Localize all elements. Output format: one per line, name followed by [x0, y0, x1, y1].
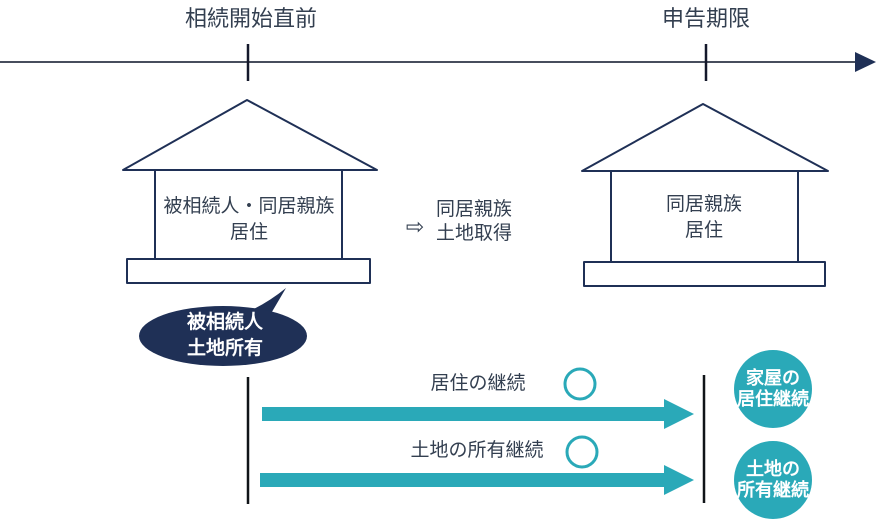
- house-after-body: [610, 169, 799, 263]
- result-badge-residence-line2: 居住継続: [737, 389, 809, 409]
- timeline-arrowhead-icon: [855, 52, 876, 72]
- speech-bubble-label-line2: 土地所有: [186, 338, 264, 359]
- result-badge-ownership-line1: 土地の: [746, 459, 800, 479]
- result-badge-residence-line1: 家屋の: [746, 368, 800, 388]
- result-badge-residence-label: 家屋の 居住継続: [737, 368, 809, 410]
- pass-mark-circle-icon: [565, 435, 599, 469]
- condition-label-ownership: 土地の所有継続: [410, 440, 544, 461]
- transfer-label: 同居親族 土地取得: [436, 198, 512, 246]
- result-badge-residence: [734, 350, 812, 428]
- result-badge-ownership-label: 土地の 所有継続: [737, 459, 809, 501]
- house-before-label: 被相続人・同居親族 居住: [163, 194, 334, 246]
- continuation-arrow-residence: [262, 407, 666, 421]
- house-before-body: [154, 168, 343, 260]
- speech-bubble: [139, 306, 307, 366]
- speech-bubble-label: 被相続人 土地所有: [187, 310, 263, 362]
- house-after-label-line1: 同居親族: [665, 194, 743, 215]
- house-before-label-line1: 被相続人・同居親族: [163, 196, 335, 217]
- continuation-arrow-ownership-head: [664, 465, 694, 495]
- pass-mark-circle-icon: [563, 367, 597, 401]
- continuation-arrow-ownership: [260, 473, 666, 487]
- timeline-label-start: 相続開始直前: [184, 6, 318, 31]
- house-after-label-line2: 居住: [684, 220, 724, 241]
- speech-bubble-label-line1: 被相続人: [186, 312, 264, 333]
- house-before-foundation: [126, 258, 371, 284]
- condition-label-residence: 居住の継続: [430, 373, 526, 394]
- timeline-label-deadline: 申告期限: [661, 6, 751, 31]
- continuation-arrow-residence-head: [664, 399, 694, 429]
- house-after-roof: [581, 103, 829, 172]
- house-before-label-line2: 居住: [229, 222, 269, 243]
- transfer-label-line2: 土地取得: [435, 223, 513, 244]
- house-before-roof: [122, 99, 378, 171]
- transfer-arrow-icon: ⇨: [405, 214, 425, 239]
- house-after-foundation: [583, 261, 826, 287]
- house-after-label: 同居親族 居住: [666, 192, 742, 244]
- transfer-label-line1: 同居親族: [435, 199, 513, 220]
- result-badge-ownership-line2: 所有継続: [737, 480, 809, 500]
- result-badge-ownership: [734, 441, 812, 519]
